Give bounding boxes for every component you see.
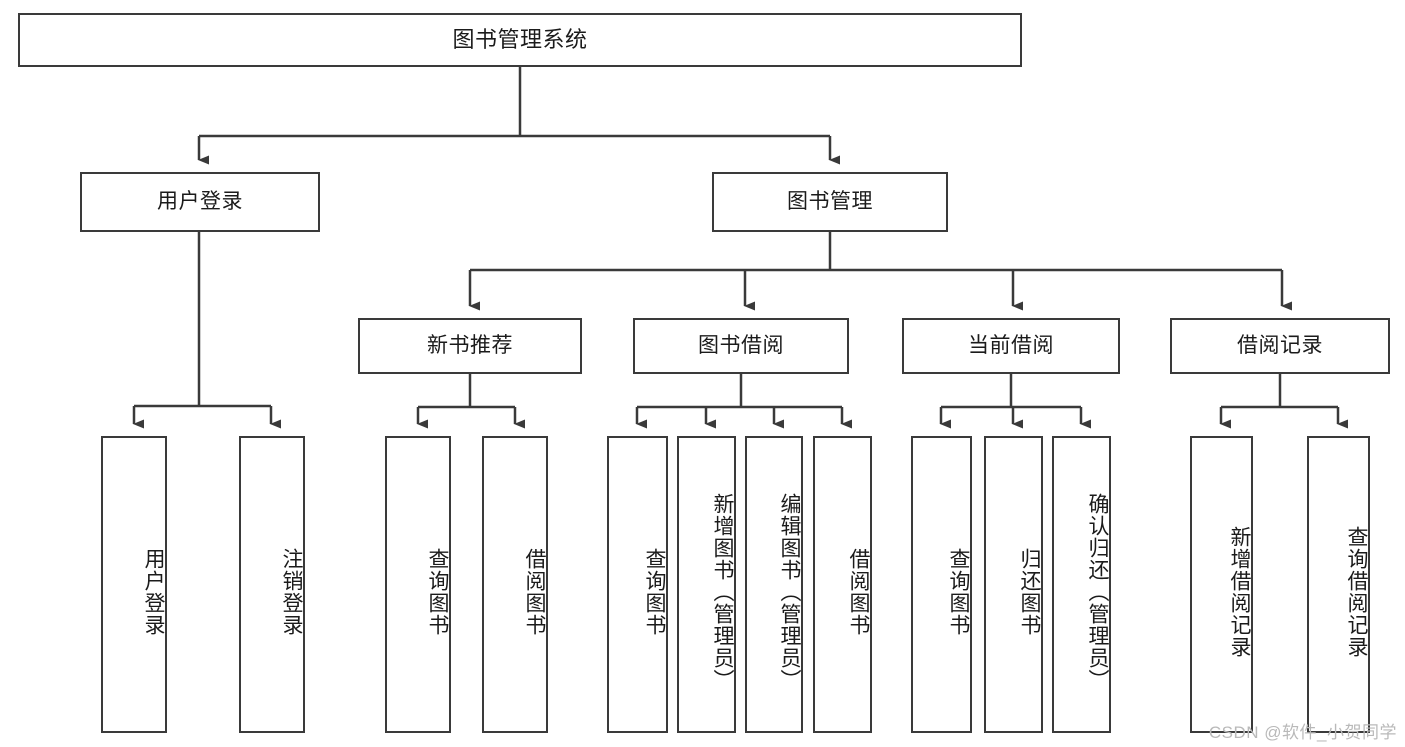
node-tier2-1-label: 图书借阅 — [698, 333, 784, 357]
node-root-book-management-system[interactable]: 图书管理系统 — [18, 13, 1022, 67]
node-tier2-2[interactable]: 当前借阅 — [902, 318, 1120, 374]
node-leaf-3[interactable]: 借阅图书 — [482, 436, 548, 733]
node-tier2-0[interactable]: 新书推荐 — [358, 318, 582, 374]
node-leaf-4-label: 查询图书 — [643, 547, 666, 636]
node-leaf-4[interactable]: 查询图书 — [607, 436, 668, 733]
node-leaf-3-label: 借阅图书 — [523, 547, 546, 636]
node-leaf-12-label: 查询借阅记录 — [1345, 525, 1368, 658]
node-tier2-0-label: 新书推荐 — [427, 333, 513, 357]
node-leaf-10[interactable]: 确认归还（管理员） — [1052, 436, 1111, 733]
node-leaf-5-label: 新增图书（管理员） — [711, 492, 734, 691]
node-tier1-0[interactable]: 用户登录 — [80, 172, 320, 232]
node-leaf-8[interactable]: 查询图书 — [911, 436, 972, 733]
node-tier2-2-label: 当前借阅 — [968, 333, 1054, 357]
node-tier1-1[interactable]: 图书管理 — [712, 172, 948, 232]
node-leaf-12[interactable]: 查询借阅记录 — [1307, 436, 1370, 733]
node-leaf-6[interactable]: 编辑图书（管理员） — [745, 436, 803, 733]
watermark-text: CSDN @软件_小贺同学 — [1208, 723, 1397, 742]
node-leaf-7-label: 借阅图书 — [847, 547, 870, 636]
node-tier2-3-label: 借阅记录 — [1237, 333, 1323, 357]
node-leaf-9-label: 归还图书 — [1018, 547, 1041, 636]
node-leaf-11-label: 新增借阅记录 — [1228, 525, 1251, 658]
node-tier2-1[interactable]: 图书借阅 — [633, 318, 849, 374]
node-tier1-1-label: 图书管理 — [787, 189, 873, 213]
node-leaf-1[interactable]: 注销登录 — [239, 436, 305, 733]
node-leaf-10-label: 确认归还（管理员） — [1086, 492, 1109, 691]
node-leaf-0[interactable]: 用户登录 — [101, 436, 167, 733]
node-leaf-8-label: 查询图书 — [947, 547, 970, 636]
node-leaf-9[interactable]: 归还图书 — [984, 436, 1043, 733]
node-leaf-11[interactable]: 新增借阅记录 — [1190, 436, 1253, 733]
node-tier1-0-label: 用户登录 — [157, 189, 243, 213]
node-leaf-2[interactable]: 查询图书 — [385, 436, 451, 733]
node-leaf-0-label: 用户登录 — [142, 547, 165, 636]
node-leaf-6-label: 编辑图书（管理员） — [778, 492, 801, 691]
node-leaf-1-label: 注销登录 — [280, 547, 303, 636]
node-leaf-5[interactable]: 新增图书（管理员） — [677, 436, 736, 733]
node-leaf-7[interactable]: 借阅图书 — [813, 436, 872, 733]
node-tier2-3[interactable]: 借阅记录 — [1170, 318, 1390, 374]
node-leaf-2-label: 查询图书 — [426, 547, 449, 636]
